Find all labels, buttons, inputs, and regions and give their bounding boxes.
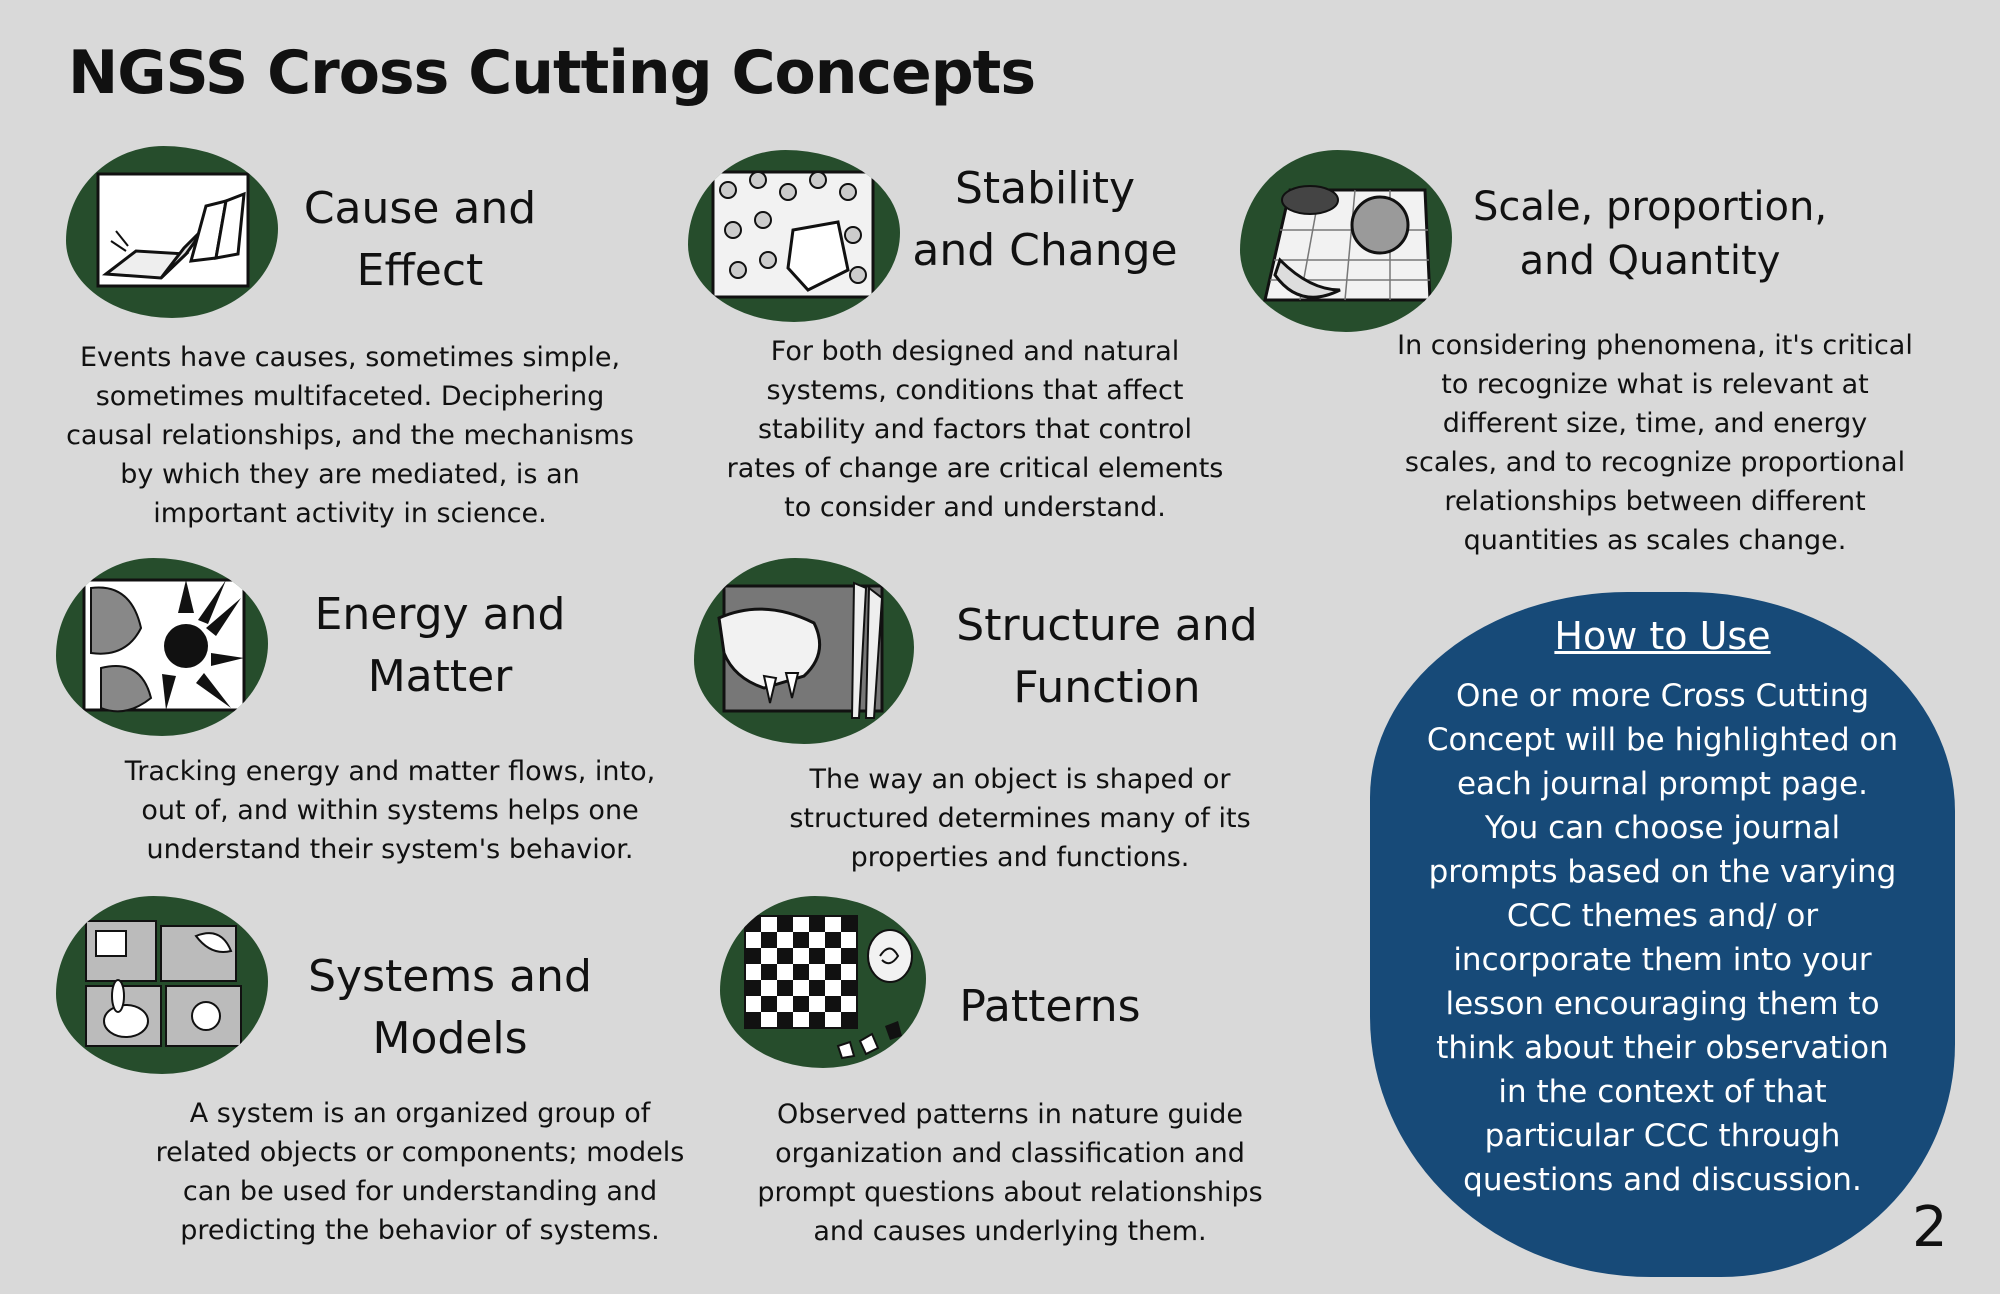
concept-description-energy-matter: Tracking energy and matter flows, into, …: [124, 756, 656, 865]
concept-description-structure-function: The way an object is shaped or structure…: [789, 764, 1251, 873]
concept-description-scale-proportion: In considering phenomena, it's critical …: [1397, 330, 1913, 556]
how-to-use-title: How to Use: [1554, 614, 1771, 658]
animal-collage-icon: [56, 896, 268, 1074]
concept-description-stability-change: For both designed and natural systems, c…: [726, 336, 1224, 523]
sun-leaves-icon: [56, 558, 268, 736]
checkerboard-shell-icon: [720, 896, 926, 1068]
molecule-crystal-icon: [688, 150, 900, 322]
concept-description-systems-models: A system is an organized group of relate…: [155, 1098, 685, 1246]
planets-grid-icon: [1240, 150, 1452, 332]
concept-description-patterns: Observed patterns in nature guide organi…: [757, 1099, 1263, 1247]
how-to-use-panel: How to Use One or more Cross Cutting Con…: [1370, 592, 1955, 1277]
page-number: 2: [1912, 1195, 1948, 1260]
dominoes-icon: [66, 146, 278, 318]
how-to-use-text: One or more Cross Cutting Concept will b…: [1426, 678, 1899, 1198]
concept-heading-scale-proportion: Scale, proportion,and Quantity: [1472, 184, 1828, 284]
concept-heading-patterns: Patterns: [959, 981, 1141, 1032]
concept-description-cause-effect: Events have causes, sometimes simple, so…: [66, 342, 634, 529]
skull-pliers-icon: [694, 558, 914, 744]
page-title: NGSS Cross Cutting Concepts: [68, 38, 1036, 108]
